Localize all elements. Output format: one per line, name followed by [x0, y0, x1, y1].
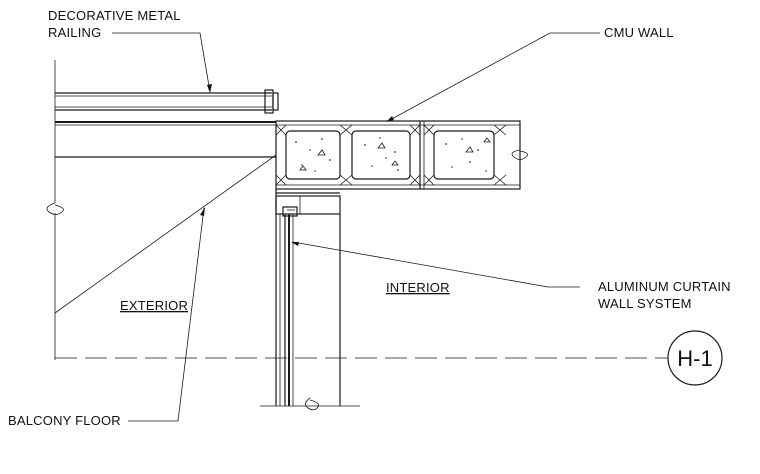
grid-bubble	[667, 330, 723, 386]
interior-label: INTERIOR	[386, 280, 450, 295]
curtain-wall-label-line2: WALL SYSTEM	[598, 296, 692, 311]
leaders	[54, 32, 600, 422]
railing-label-line1: DECORATIVE METAL	[48, 8, 181, 23]
railing-label-line2: RAILING	[48, 25, 101, 40]
balcony-floor-label: BALCONY FLOOR	[8, 413, 121, 428]
curtain-wall	[260, 189, 360, 411]
grid-line	[55, 330, 723, 386]
exterior-label: EXTERIOR	[120, 298, 188, 313]
balcony-slab	[55, 121, 276, 158]
cmu-wall-label: CMU WALL	[604, 25, 674, 40]
grid-tag-label: H-1	[677, 346, 712, 371]
cmu-wall	[275, 120, 528, 190]
curtain-wall-label-line1: ALUMINUM CURTAIN	[598, 279, 731, 294]
left-break-line	[46, 60, 64, 360]
railing	[55, 89, 279, 114]
